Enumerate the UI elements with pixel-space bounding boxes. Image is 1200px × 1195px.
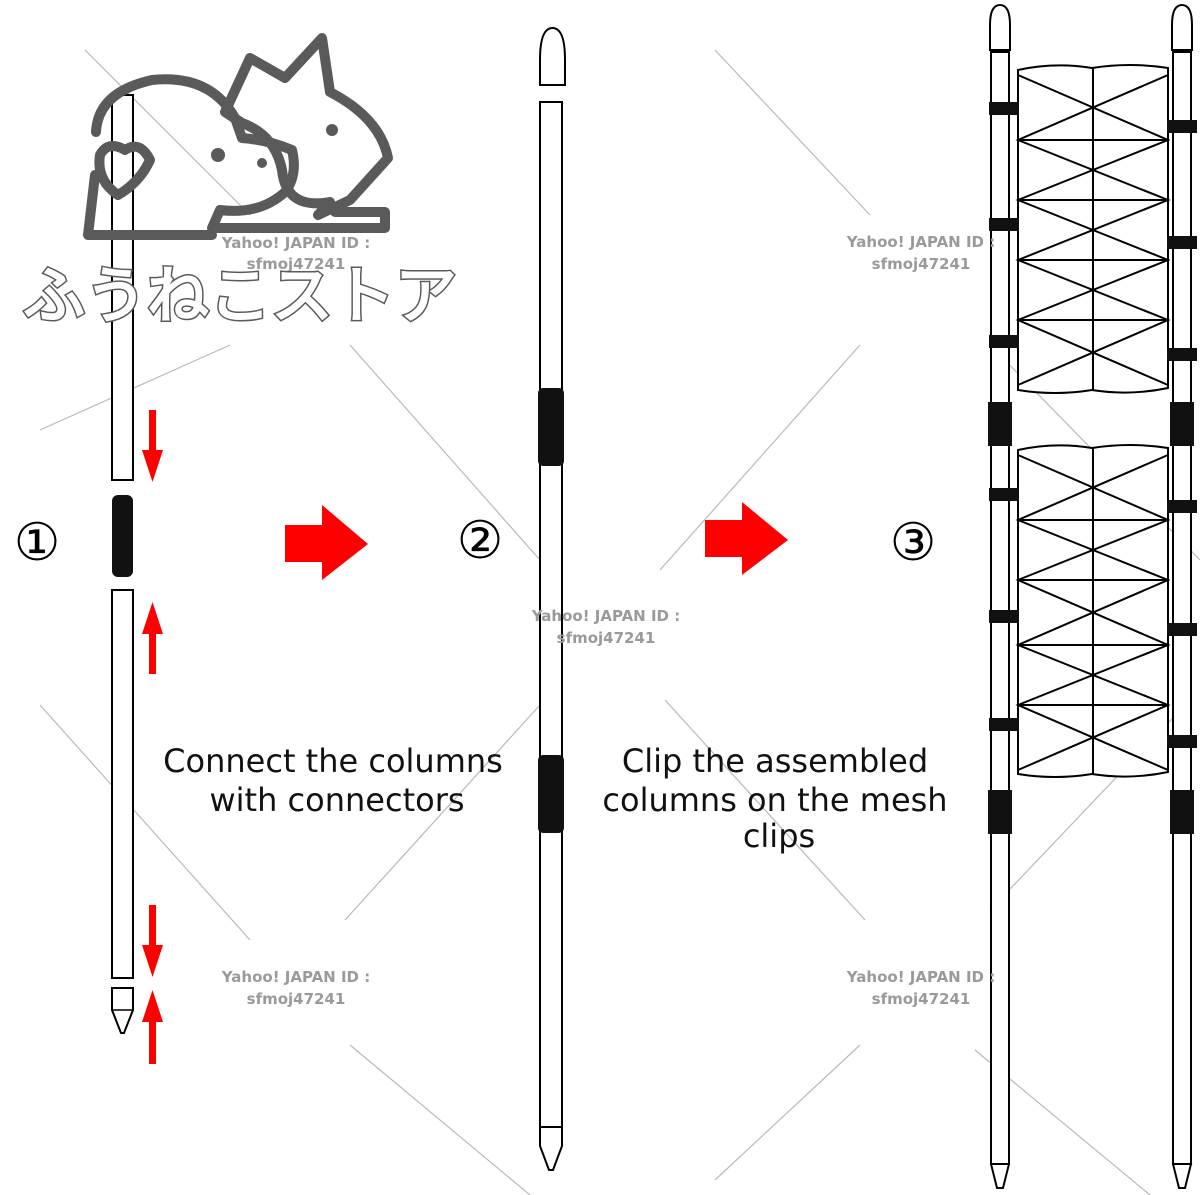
next-step-arrow-icon [705,502,788,575]
step1-parts [111,94,163,1064]
mesh-clip [989,102,1019,115]
dog-icon [83,74,390,240]
mesh-clip [989,218,1019,231]
mesh-clip [989,335,1019,348]
step-number-1: ① [14,513,61,573]
caption-line: Connect the columns [163,742,503,780]
connector-part [538,388,564,466]
pole-spike-tip [539,1126,563,1171]
caption-line: columns on the mesh [602,781,947,819]
watermark-user: sfmoj47241 [872,990,971,1008]
watermark: Yahoo! JAPAN ID : sfmoj47241 [846,968,995,1008]
step3-fence-assembly [988,3,1197,1189]
watermark: Yahoo! JAPAN ID : sfmoj47241 [846,233,995,273]
connector-part [538,755,564,833]
watermark-id: Yahoo! JAPAN ID : [846,233,995,251]
connector-part [1170,790,1194,834]
mesh-clip [1167,120,1197,133]
step-number-2: ② [457,511,504,571]
step2-assembled-pole [538,26,566,1171]
watermark-user: sfmoj47241 [247,255,346,273]
assembled-pole [1172,51,1192,1165]
watermark-id: Yahoo! JAPAN ID : [221,234,370,252]
mesh-clip [989,610,1019,623]
red-arrow-down-icon [142,905,163,977]
mesh-clip [1167,236,1197,249]
connector-part [988,790,1012,834]
mesh-clip [989,718,1019,731]
shop-logo [83,33,393,240]
mesh-clip [1167,500,1197,513]
pole-spike-tip [989,1163,1011,1189]
next-step-arrow-icon [285,505,368,580]
mesh-clip [1167,735,1197,748]
shop-name-logo-text: ふうねこストア [23,259,457,332]
mesh-clip [989,488,1019,501]
pole-top-cap [989,3,1011,51]
watermark-id: Yahoo! JAPAN ID : [531,607,680,625]
step2-caption: Connect the columns with connectors [163,742,503,819]
step-number-3: ③ [890,513,937,573]
pole-lower-section [111,589,134,979]
red-arrow-up-icon [142,602,163,674]
watermark-user: sfmoj47241 [247,990,346,1008]
cat-icon [220,33,393,220]
watermark: Yahoo! JAPAN ID : sfmoj47241 [531,607,680,647]
mesh-clips [989,102,1197,748]
step3-caption: Clip the assembled columns on the mesh c… [602,742,947,855]
connector-part [112,495,133,577]
pole-spike-tip [1171,1163,1193,1189]
mesh-clip [1167,348,1197,361]
caption-line: Clip the assembled [622,742,928,780]
connector-part [988,402,1012,446]
watermark-id: Yahoo! JAPAN ID : [221,968,370,986]
watermark-user: sfmoj47241 [872,255,971,273]
pole-top-cap [539,26,566,86]
red-arrow-down-icon [142,410,163,482]
mesh-panel [1015,444,1171,778]
watermark-user: sfmoj47241 [557,629,656,647]
red-arrow-up-icon [142,990,163,1064]
caption-line: clips [743,817,815,855]
watermark: Yahoo! JAPAN ID : sfmoj47241 [221,968,370,1008]
pole-top-cap [1171,3,1193,51]
connector-part [1170,402,1194,446]
mesh-panel [1015,64,1171,394]
mesh-clip [1167,623,1197,636]
watermark: Yahoo! JAPAN ID : sfmoj47241 [221,234,370,273]
watermark-id: Yahoo! JAPAN ID : [846,968,995,986]
caption-line: with connectors [209,781,464,819]
